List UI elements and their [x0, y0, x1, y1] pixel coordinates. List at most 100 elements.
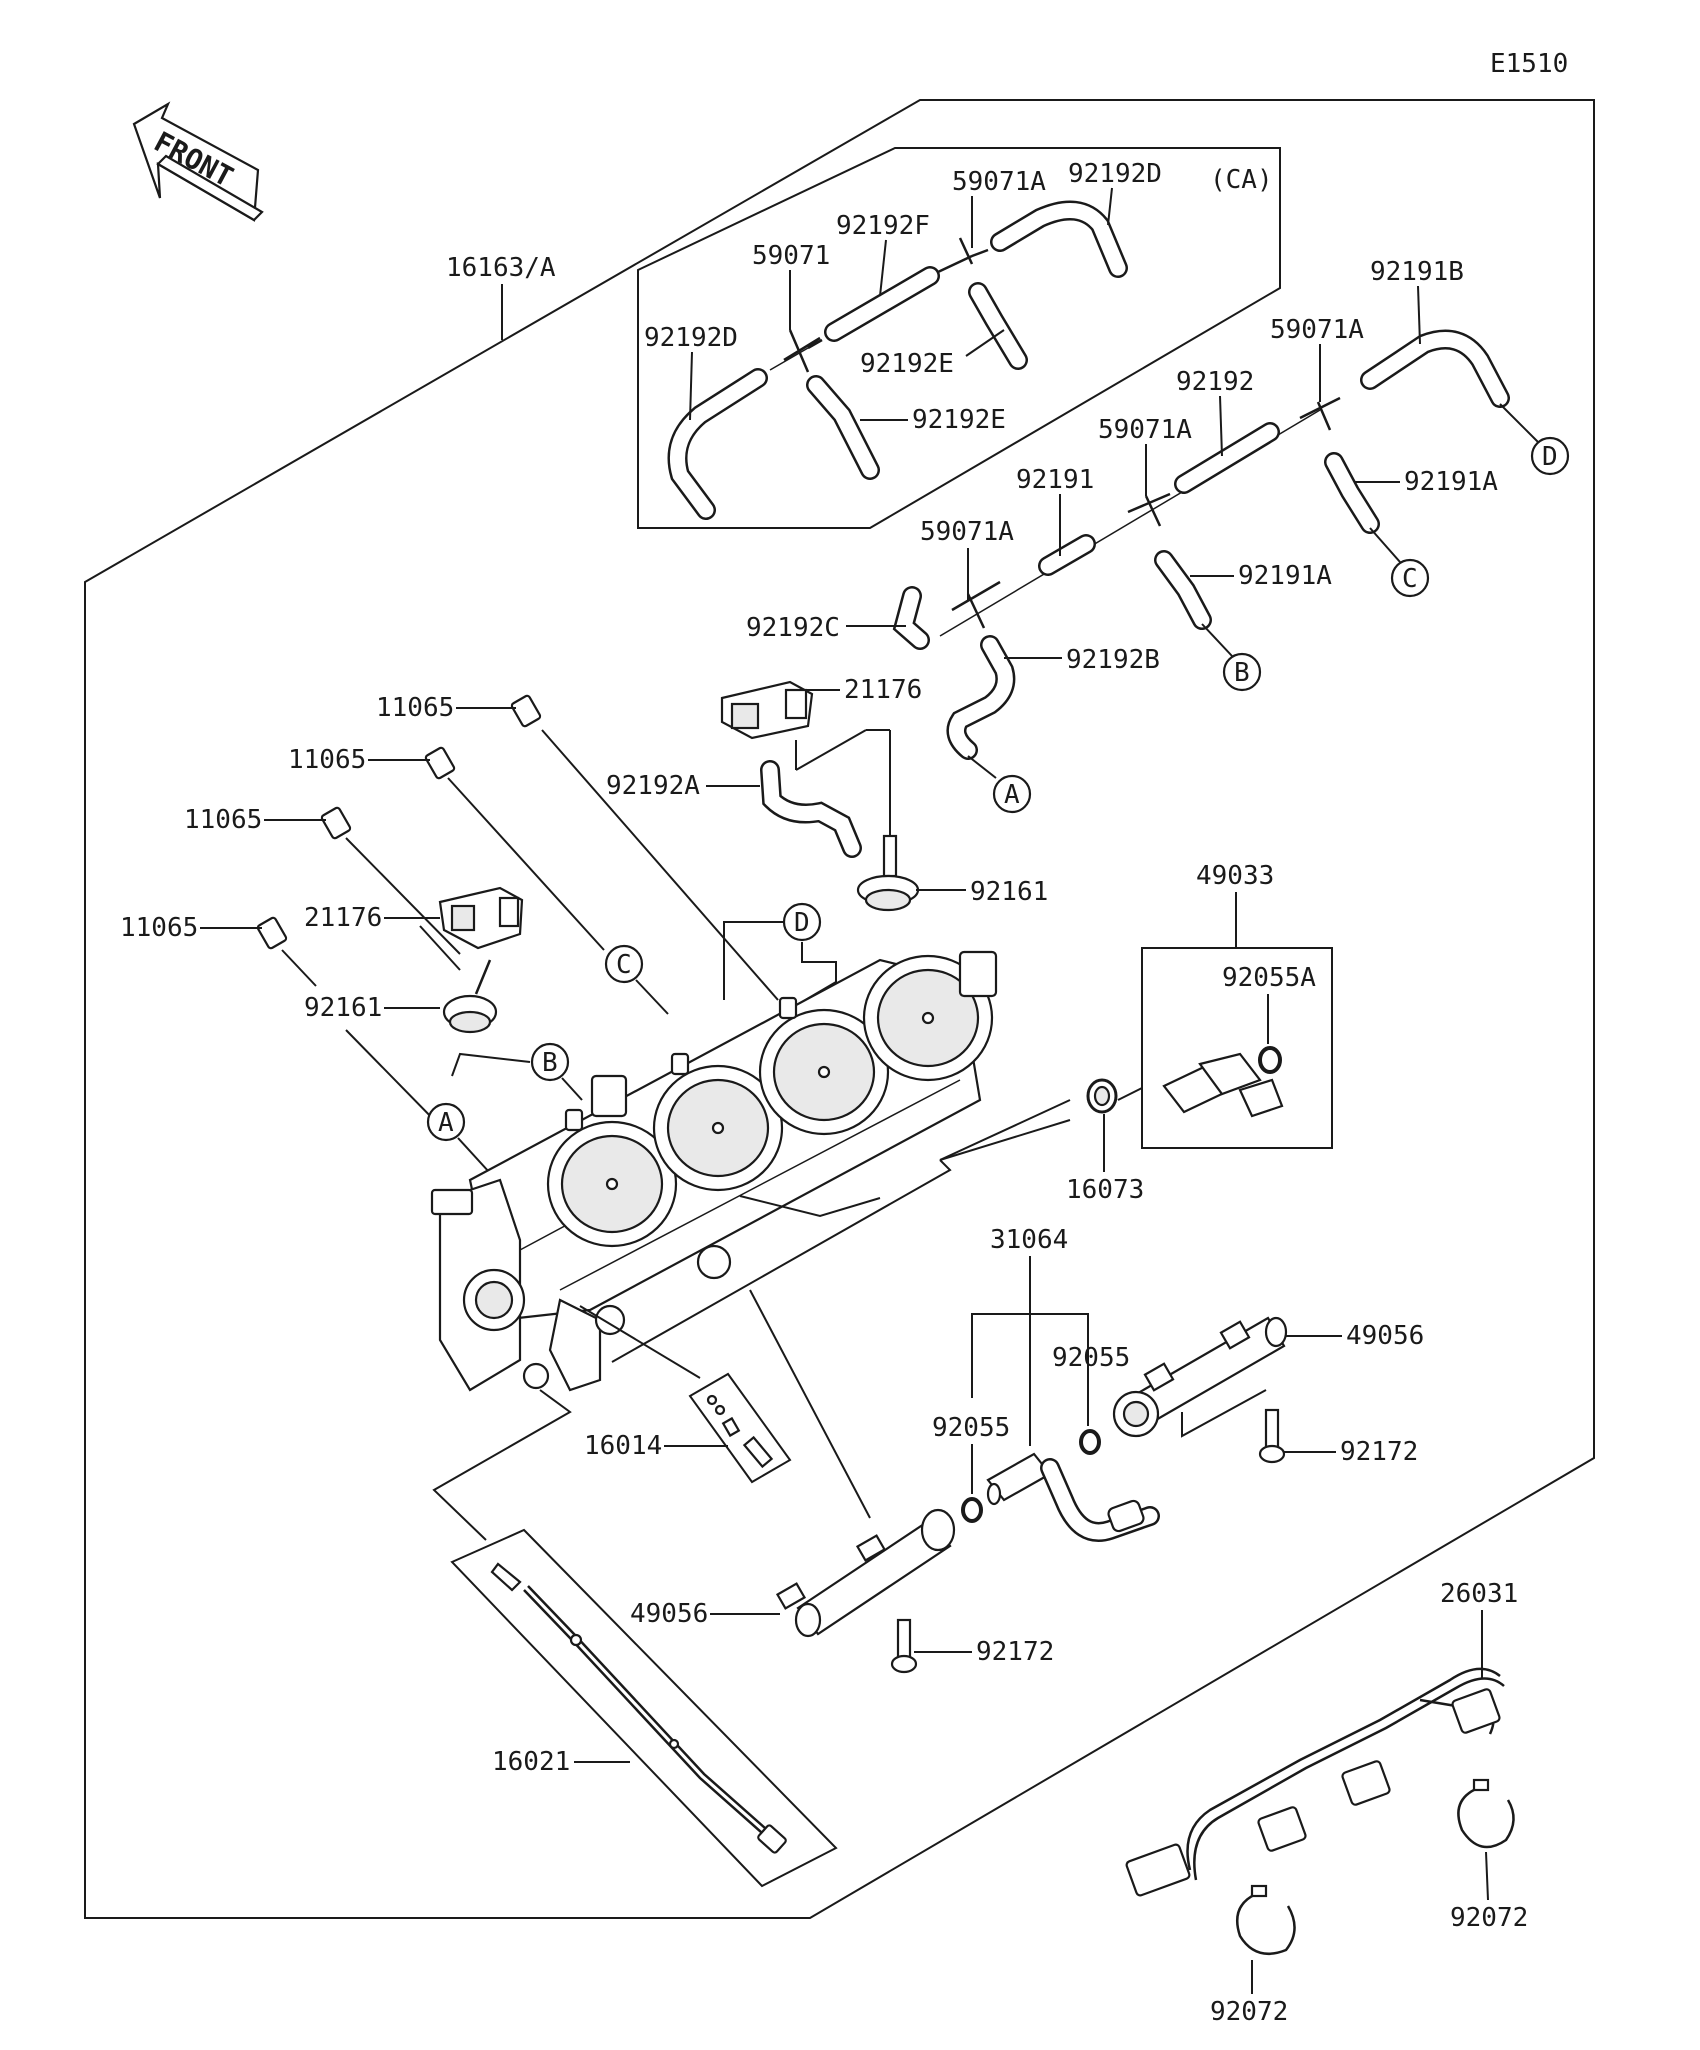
- svg-text:B: B: [542, 1048, 558, 1078]
- cable-box: [450, 1528, 838, 1888]
- pipe-31064: [986, 1452, 1160, 1542]
- label-59071a-mid: 59071A: [1098, 415, 1192, 445]
- label-92192: 92192: [1176, 367, 1254, 397]
- ref-circle-b-right: B: [1201, 623, 1262, 692]
- leader: [965, 329, 1005, 357]
- label-21176-lower: 21176: [304, 903, 382, 933]
- ref-circle-a-right: A: [967, 755, 1032, 814]
- leader: [432, 1389, 572, 1541]
- label-92072-right: 92072: [1450, 1903, 1528, 1933]
- cable-16021: [490, 1562, 787, 1854]
- ca-hoses: [667, 200, 1128, 520]
- leader: [1485, 1851, 1489, 1901]
- delivery-pipe-49056-left: [775, 1508, 956, 1638]
- label-26031: 26031: [1440, 1579, 1518, 1609]
- bolt-92172-left: [890, 1618, 918, 1674]
- leader: [1417, 285, 1421, 345]
- label-92055a: 92055A: [1222, 963, 1316, 993]
- ref-circle-c-body: C: [604, 944, 669, 1015]
- label-92192f: 92192F: [836, 211, 930, 241]
- label-92172-left: 92172: [976, 1637, 1054, 1667]
- label-59071a-left: 59071A: [920, 517, 1014, 547]
- label-49056-left: 49056: [630, 1599, 708, 1629]
- label-92192b: 92192B: [1066, 645, 1160, 675]
- harness-26031: [1125, 1667, 1505, 1897]
- caps-11065: [256, 694, 779, 1001]
- leader: [879, 239, 887, 297]
- seal-16073: [1086, 1078, 1118, 1114]
- leader: [1181, 1389, 1267, 1438]
- leader: [689, 351, 693, 421]
- ref-circle-d-body: D: [723, 902, 837, 1017]
- label-92192e-upper: 92192E: [860, 349, 954, 379]
- assembly-outline: [84, 99, 1595, 1919]
- leader: [739, 1195, 881, 1218]
- leader: [939, 1099, 1071, 1161]
- leader: [939, 1119, 1071, 1161]
- leader: [749, 1289, 871, 1519]
- upper-fitting-92161: [856, 834, 920, 912]
- leader: [795, 729, 867, 771]
- svg-text:D: D: [794, 908, 810, 938]
- label-92055-left: 92055: [932, 1413, 1010, 1443]
- oring-92055-left: [961, 1497, 983, 1523]
- leader: [1219, 395, 1223, 457]
- label-11065-a: 11065: [376, 693, 454, 723]
- label-92172-right: 92172: [1340, 1437, 1418, 1467]
- ref-circle-b-body: B: [451, 1042, 583, 1101]
- ref-circle-a-body: A: [426, 1102, 501, 1185]
- leader: [611, 1159, 952, 1363]
- label-21176-upper: 21176: [844, 675, 922, 705]
- injector-49033: [1162, 1048, 1284, 1118]
- label-59071a-ca: 59071A: [952, 167, 1046, 197]
- throttle-body: [430, 950, 998, 1392]
- oring-92055-right: [1079, 1429, 1101, 1455]
- label-59071a-right: 59071A: [1270, 315, 1364, 345]
- lower-fitting-92161: [442, 959, 498, 1034]
- label-16163a: 16163/A: [446, 253, 556, 283]
- label-92161-lower: 92161: [304, 993, 382, 1023]
- ref-circle-c-right: C: [1369, 527, 1430, 598]
- leader: [1107, 187, 1113, 226]
- label-92191: 92191: [1016, 465, 1094, 495]
- label-11065-b: 11065: [288, 745, 366, 775]
- vacuum-hose-chain: [892, 329, 1510, 760]
- front-arrow-icon: FRONT: [132, 101, 264, 222]
- leader: [1117, 1087, 1143, 1101]
- label-16021: 16021: [492, 1747, 570, 1777]
- leader: [419, 925, 461, 971]
- screw-set-16014: [688, 1372, 792, 1484]
- label-92191a-right: 92191A: [1404, 467, 1498, 497]
- label-59071: 59071: [752, 241, 830, 271]
- diagram-code: E1510: [1490, 49, 1568, 79]
- svg-text:A: A: [1004, 780, 1020, 810]
- clamp-92072-right: [1457, 1778, 1515, 1849]
- label-92192a: 92192A: [606, 771, 700, 801]
- label-92192d-ca-left: 92192D: [644, 323, 738, 353]
- label-92161-upper: 92161: [970, 877, 1048, 907]
- label-31064: 31064: [990, 1225, 1068, 1255]
- label-92192d-ca-top: 92192D: [1068, 159, 1162, 189]
- leader: [579, 1305, 701, 1379]
- label-16073: 16073: [1066, 1175, 1144, 1205]
- label-49033: 49033: [1196, 861, 1274, 891]
- upper-sensor-21176: [720, 680, 814, 740]
- svg-text:A: A: [438, 1108, 454, 1138]
- svg-text:C: C: [616, 950, 632, 980]
- leader: [345, 1029, 441, 1127]
- svg-text:D: D: [1542, 442, 1558, 472]
- svg-text:B: B: [1234, 658, 1250, 688]
- label-92192c: 92192C: [746, 613, 840, 643]
- label-92055-right: 92055: [1052, 1343, 1130, 1373]
- label-11065-c: 11065: [184, 805, 262, 835]
- label-11065-d: 11065: [120, 913, 198, 943]
- lower-sensor-21176: [438, 886, 524, 950]
- label-92072-left: 92072: [1210, 1997, 1288, 2027]
- label-49056-right: 49056: [1346, 1321, 1424, 1351]
- label-16014: 16014: [584, 1431, 662, 1461]
- label-92192e-lower: 92192E: [912, 405, 1006, 435]
- bolt-92172-right: [1258, 1408, 1286, 1464]
- oring-92055a: [1258, 1046, 1282, 1074]
- clamp-92072-left: [1236, 1884, 1296, 1955]
